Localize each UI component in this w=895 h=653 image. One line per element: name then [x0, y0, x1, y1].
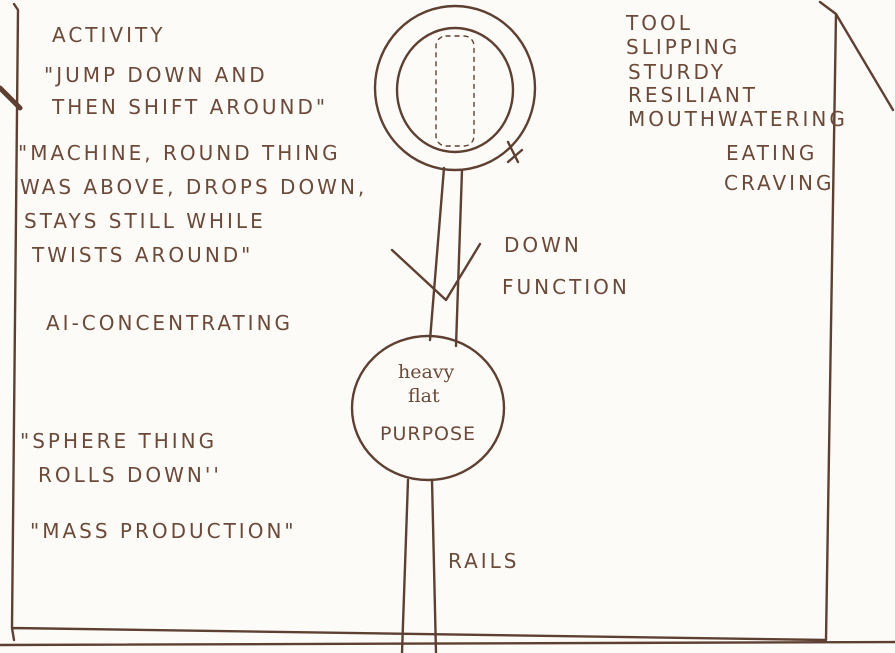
down-label: DOWN	[504, 233, 582, 257]
sturdy-word: STURDY	[628, 60, 726, 84]
flat-label: flat	[408, 385, 440, 407]
mass-production: "MASS PRODUCTION"	[30, 519, 297, 543]
resiliant-word: RESILIANT	[628, 83, 758, 107]
top-outer-circle	[373, 4, 537, 172]
activity-heading: ACTIVITY	[52, 23, 165, 47]
tool-word: TOOL	[625, 11, 693, 35]
dashed-core	[435, 35, 475, 147]
machine-line4: TWISTS AROUND"	[31, 243, 253, 267]
shaft-left	[428, 166, 446, 342]
slipping-word: SLIPPING	[626, 35, 740, 59]
top-inner-circle	[395, 26, 515, 154]
machine-line2: WAS ABOVE, DROPS DOWN,	[20, 175, 367, 199]
function-label: FUNCTION	[502, 275, 630, 299]
rotation-arrow-icon	[506, 140, 524, 164]
machine-line3: STAYS STILL WHILE	[24, 209, 266, 233]
activity-quote-line1: "JUMP DOWN AND	[44, 63, 268, 87]
activity-quote-line2: THEN SHIFT AROUND"	[51, 95, 328, 119]
machine-line1: "MACHINE, ROUND THING	[18, 141, 341, 165]
mouthwatering-word: MOUTHWATERING	[628, 107, 848, 131]
sphere-line2: ROLLS DOWN''	[38, 463, 222, 487]
eating-word: EATING	[726, 141, 817, 165]
heavy-label: heavy	[398, 361, 455, 383]
rails-label: RAILS	[448, 549, 520, 573]
ai-concentrating: AI-CONCENTRATING	[46, 311, 293, 335]
down-arrow-icon	[390, 242, 482, 302]
purpose-circle	[350, 334, 506, 482]
rail-left	[400, 478, 410, 653]
sphere-line1: "SPHERE THING	[20, 429, 217, 453]
purpose-label: PURPOSE	[380, 423, 476, 445]
pen-mark	[0, 85, 23, 111]
rail-right	[430, 478, 438, 653]
craving-word: CRAVING	[724, 171, 835, 195]
shaft-right	[454, 168, 464, 348]
